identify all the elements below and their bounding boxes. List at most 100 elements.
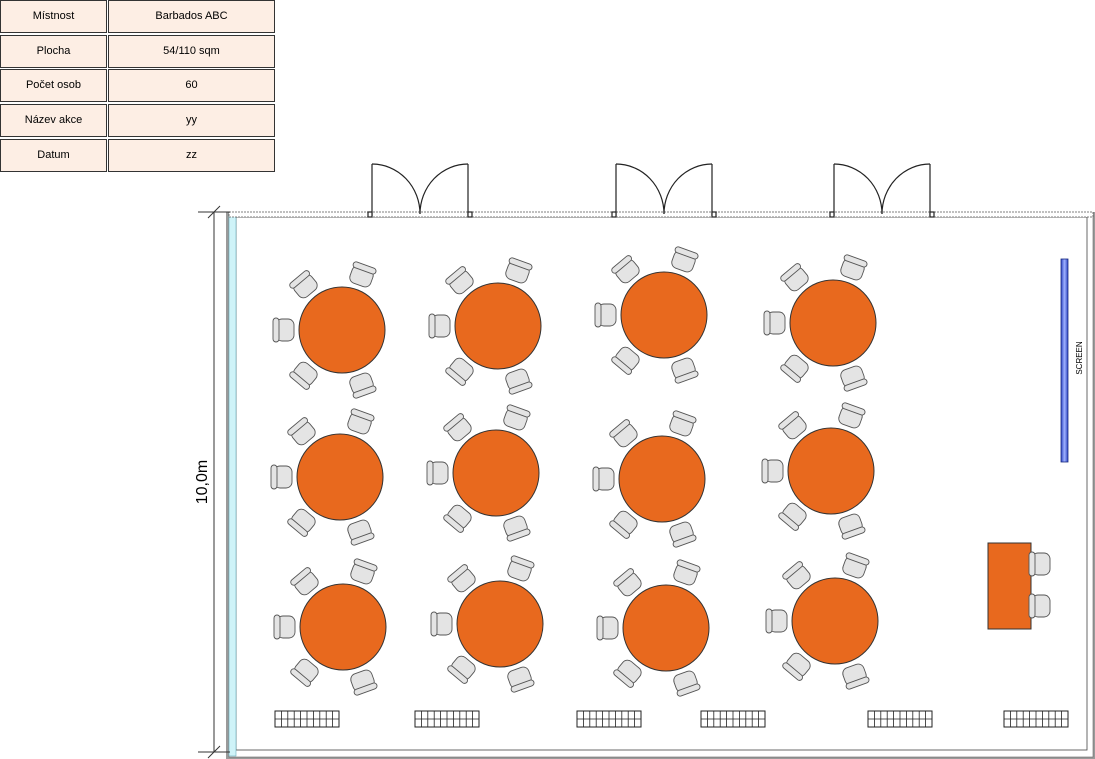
info-label: Datum	[0, 139, 107, 172]
chair-icon	[609, 419, 638, 448]
chair-icon	[349, 261, 377, 288]
dimension-label: 10,0m	[194, 460, 211, 504]
chair-icon	[445, 266, 474, 295]
info-value: yy	[108, 104, 275, 137]
chair-icon	[270, 464, 293, 490]
chair-icon	[838, 513, 866, 540]
rect-table-icon	[987, 542, 1032, 630]
round-table-icon	[298, 286, 386, 374]
chair-icon	[290, 567, 319, 596]
chair-icon	[761, 458, 784, 484]
chair-icon	[669, 521, 697, 548]
chair-icon	[842, 552, 870, 579]
door-icon	[829, 163, 935, 218]
info-label: Počet osob	[0, 69, 107, 102]
chair-icon	[350, 558, 378, 585]
chair-icon	[507, 666, 535, 693]
chair-icon	[273, 614, 296, 640]
chair-icon	[609, 510, 638, 539]
chair-icon	[671, 246, 699, 273]
round-table-icon	[454, 282, 542, 370]
info-row-plocha: Plocha 54/110 sqm	[0, 35, 275, 68]
chair-icon	[782, 561, 811, 590]
chair-icon	[671, 357, 699, 384]
chair-icon	[428, 313, 451, 339]
chair-icon	[594, 302, 617, 328]
chair-icon	[507, 555, 535, 582]
chair-icon	[842, 663, 870, 690]
info-label: Místnost	[0, 0, 107, 33]
chair-icon	[505, 368, 533, 395]
chair-icon	[289, 361, 318, 390]
radiator-icon	[1003, 710, 1069, 728]
info-value: zz	[108, 139, 275, 172]
chair-icon	[613, 568, 642, 597]
round-table-icon	[791, 577, 879, 665]
top-wall	[228, 211, 1094, 218]
round-table-icon	[456, 580, 544, 668]
chair-icon	[763, 310, 786, 336]
chair-icon	[443, 413, 472, 442]
chair-icon	[505, 257, 533, 284]
round-table-icon	[620, 271, 708, 359]
door-icon	[611, 163, 717, 218]
chair-icon	[613, 659, 642, 688]
chair-icon	[272, 317, 295, 343]
chair-icon	[347, 408, 375, 435]
chair-icon	[611, 346, 640, 375]
chair-icon	[780, 354, 809, 383]
info-row-pocet-osob: Počet osob 60	[0, 69, 275, 102]
chair-icon	[840, 365, 868, 392]
info-value: Barbados ABC	[108, 0, 275, 33]
round-table-icon	[787, 427, 875, 515]
chair-icon	[673, 559, 701, 586]
dimension-line	[198, 205, 230, 759]
chair-icon	[445, 357, 474, 386]
chair-icon	[503, 404, 531, 431]
chair-icon	[778, 411, 807, 440]
chair-icon	[350, 669, 378, 696]
chair-icon	[669, 410, 697, 437]
info-value: 54/110 sqm	[108, 35, 275, 68]
chair-icon	[838, 402, 866, 429]
info-label: Název akce	[0, 104, 107, 137]
window-strip	[228, 213, 237, 757]
chair-icon	[596, 615, 619, 641]
round-table-icon	[452, 429, 540, 517]
info-row-datum: Datum zz	[0, 139, 275, 172]
screen-label: SCREEN	[1075, 341, 1084, 375]
chair-icon	[592, 466, 615, 492]
chair-icon	[1028, 551, 1051, 577]
chair-icon	[780, 263, 809, 292]
info-row-nazev-akce: Název akce yy	[0, 104, 275, 137]
event-info-table: Místnost Barbados ABC Plocha 54/110 sqm …	[0, 0, 275, 174]
round-table-icon	[296, 433, 384, 521]
chair-icon	[447, 655, 476, 684]
radiator-icon	[867, 710, 933, 728]
radiator-icon	[700, 710, 766, 728]
info-value: 60	[108, 69, 275, 102]
chair-icon	[443, 504, 472, 533]
chair-icon	[347, 519, 375, 546]
info-row-mistnost: Místnost Barbados ABC	[0, 0, 275, 33]
round-table-icon	[622, 584, 710, 672]
chair-icon	[840, 254, 868, 281]
chair-icon	[290, 658, 319, 687]
chair-icon	[778, 502, 807, 531]
chair-icon	[1028, 593, 1051, 619]
chair-icon	[765, 608, 788, 634]
screen-icon	[1060, 258, 1069, 463]
info-label: Plocha	[0, 35, 107, 68]
round-table-icon	[299, 583, 387, 671]
chair-icon	[426, 460, 449, 486]
chair-icon	[673, 670, 701, 697]
chair-icon	[447, 564, 476, 593]
radiator-icon	[576, 710, 642, 728]
chair-icon	[430, 611, 453, 637]
door-icon	[367, 163, 473, 218]
chair-icon	[782, 652, 811, 681]
chair-icon	[287, 508, 316, 537]
chair-icon	[349, 372, 377, 399]
chair-icon	[611, 255, 640, 284]
